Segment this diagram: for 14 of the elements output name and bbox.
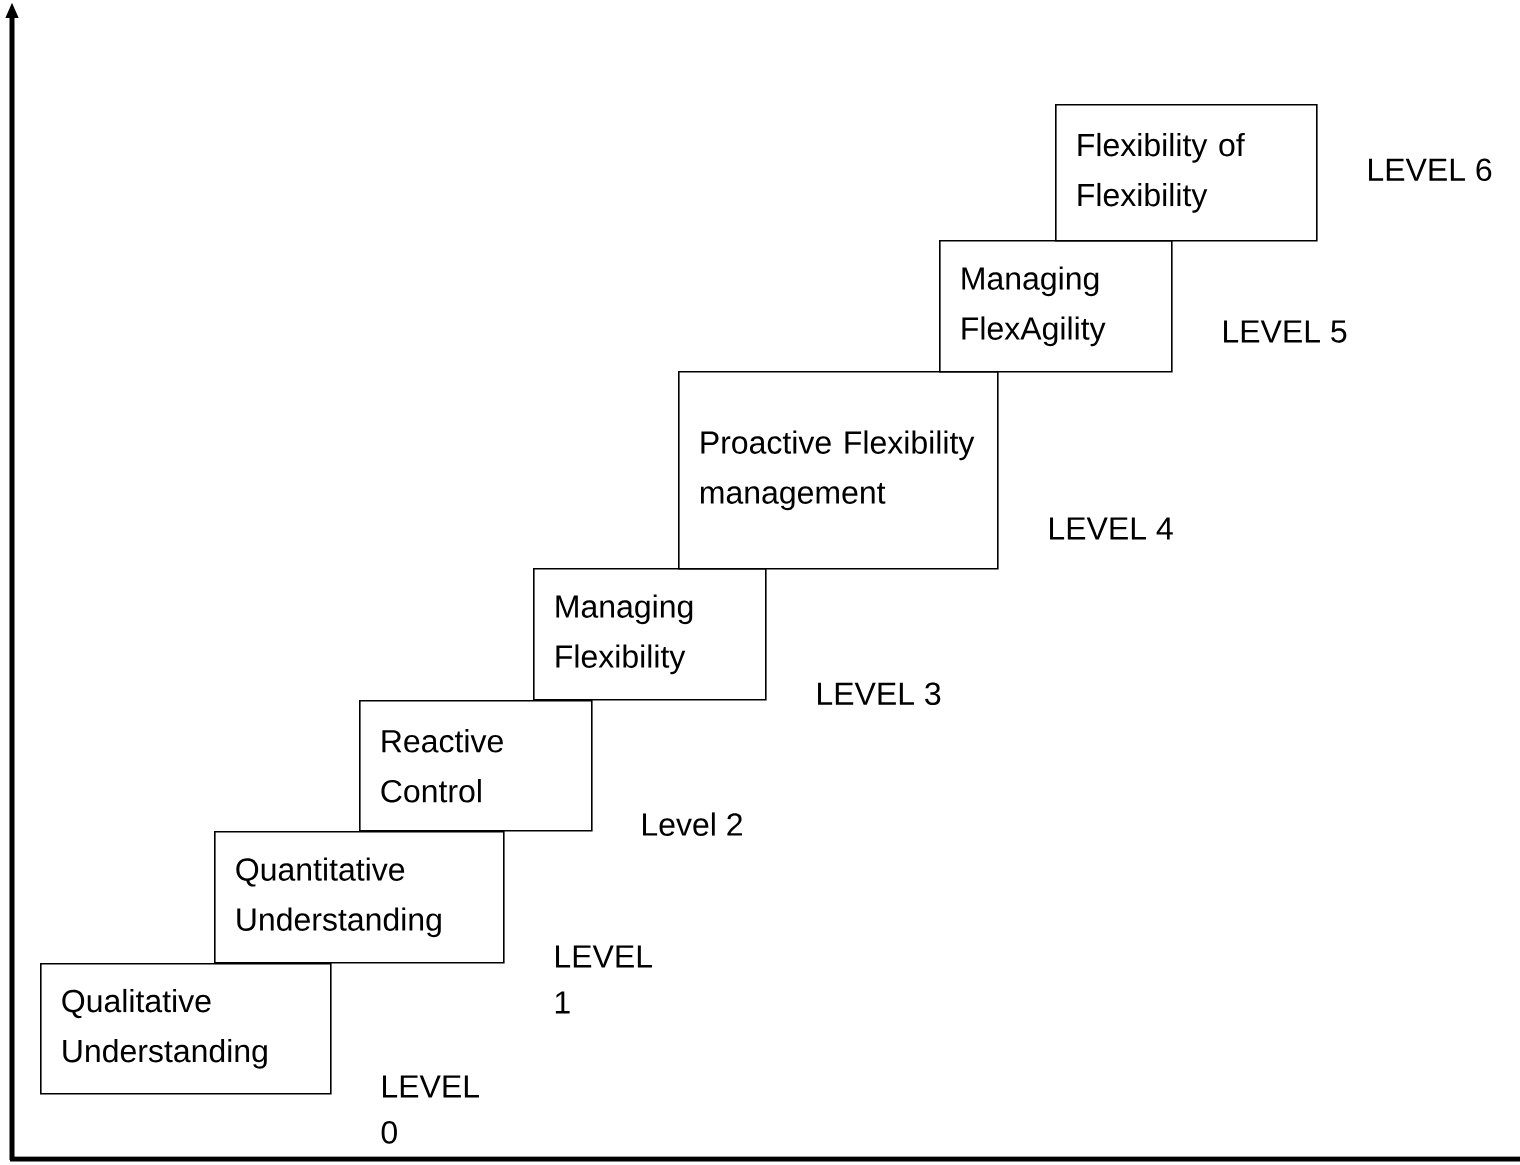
level-box: Managing FlexAgility xyxy=(939,240,1173,373)
level-box: Proactive Flexibility management xyxy=(678,371,999,570)
level-label: LEVEL 4 xyxy=(1050,517,1173,540)
level-label: LEVEL 0 xyxy=(381,1075,479,1144)
level-label: LEVEL 5 xyxy=(1224,320,1347,343)
level-label: LEVEL 3 xyxy=(818,682,941,706)
level-label: LEVEL 6 xyxy=(1369,158,1492,182)
level-label: Level 2 xyxy=(643,812,742,836)
level-box: Quantitative Understanding xyxy=(214,831,505,964)
level-box: Qualitative Understanding xyxy=(40,963,332,1095)
level-label: LEVEL 1 xyxy=(555,945,652,1014)
level-box: Flexibility of Flexibility xyxy=(1055,104,1318,242)
level-box: Managing Flexibility xyxy=(533,568,767,701)
level-box: Reactive Control xyxy=(359,700,593,832)
